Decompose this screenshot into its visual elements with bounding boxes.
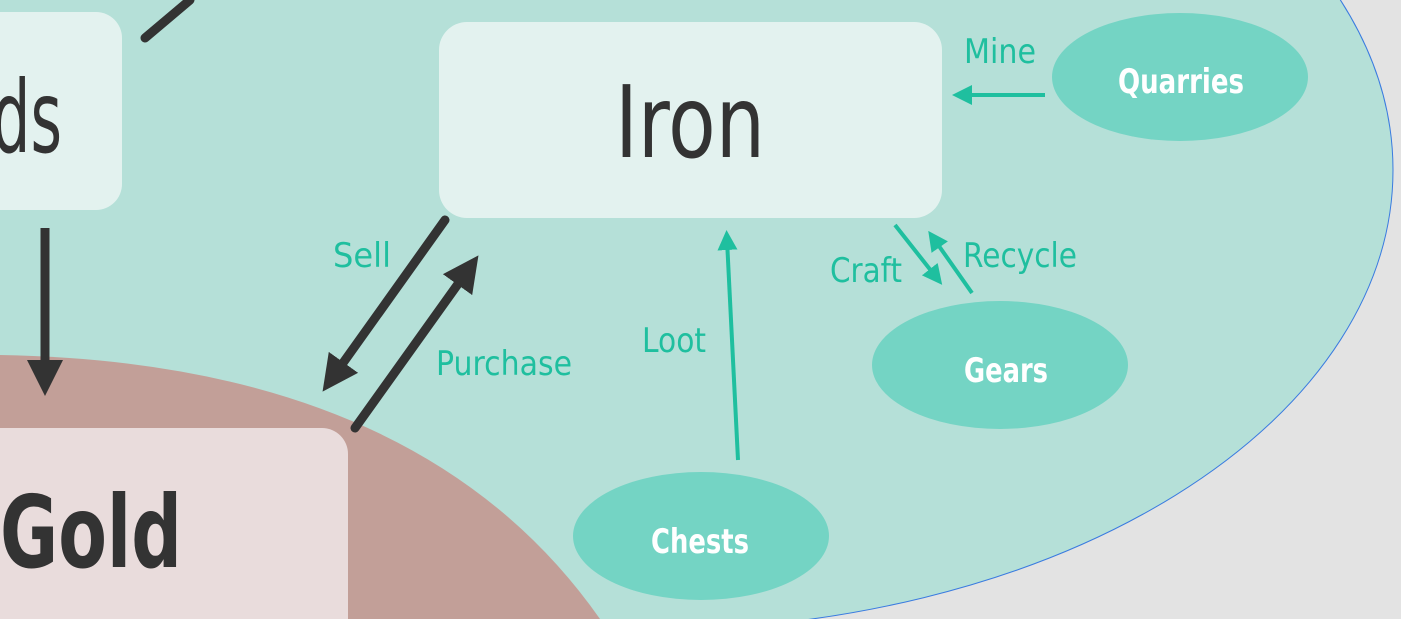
iron-label: Iron [615,64,765,181]
gold-box[interactable]: Gold [0,428,348,619]
top-connector-line [140,0,195,43]
quarries-node[interactable]: Quarries [1052,13,1308,141]
sell-label: Sell [333,236,391,276]
partial-box-label: ds [0,59,62,176]
craft-label: Craft [830,251,902,291]
gold-label: Gold [0,474,182,591]
craft-arrow [893,223,943,285]
purchase-arrow [350,255,479,433]
recycle-label: Recycle [963,236,1077,276]
chests-label: Chests [651,522,749,562]
sell-arrow [322,215,450,392]
gears-node[interactable]: Gears [872,301,1128,429]
mine-label: Mine [964,32,1036,72]
quarries-label: Quarries [1118,62,1244,102]
partial-box[interactable]: ds [0,12,122,210]
chests-node[interactable]: Chests [573,472,829,600]
loot-arrow [717,230,740,461]
purchase-label: Purchase [436,344,572,384]
iron-box[interactable]: Iron [439,22,942,218]
loot-label: Loot [642,321,706,361]
recycle-arrow [928,230,974,295]
gears-label: Gears [964,351,1048,391]
